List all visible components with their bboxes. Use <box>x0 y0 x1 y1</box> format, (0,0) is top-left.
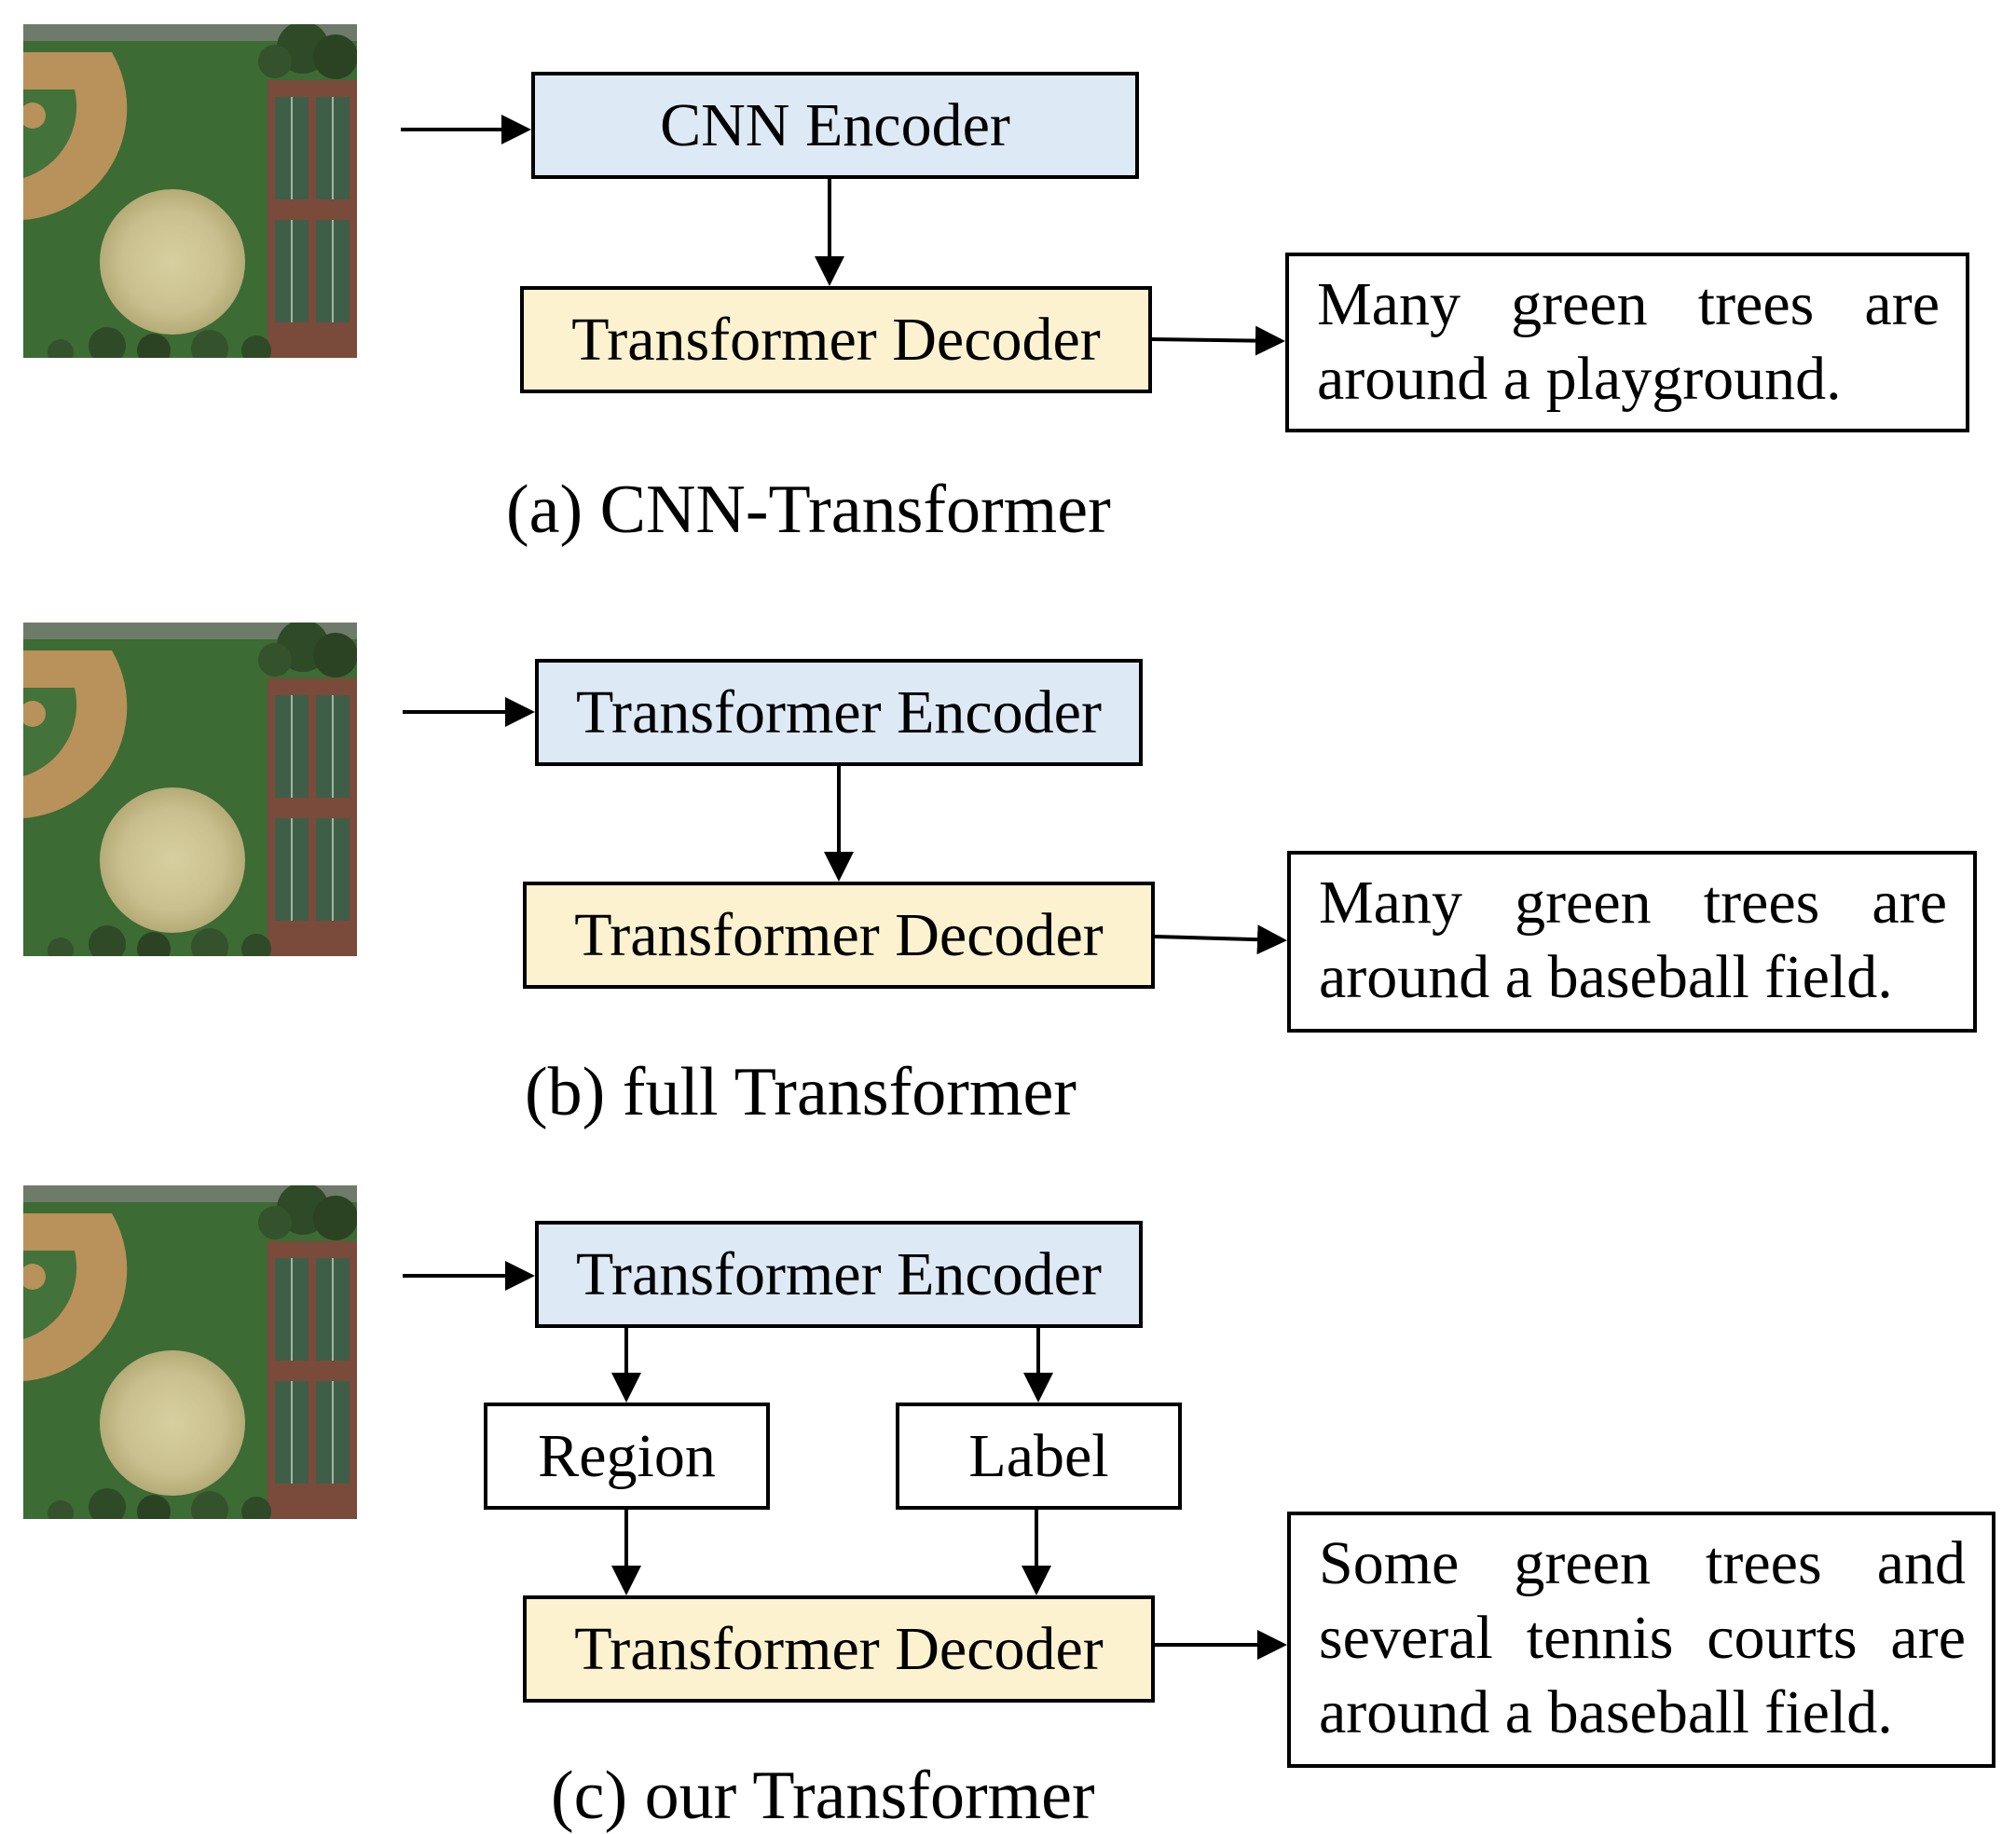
decoder-label-c: Transformer Decoder <box>574 1614 1104 1683</box>
output-line: Many green trees are <box>1317 270 1940 338</box>
output-caption-box-c: Some green trees and several tennis cour… <box>1287 1512 1995 1768</box>
output-line: Some green trees and <box>1319 1529 1966 1597</box>
output-line: around a baseball field. <box>1319 1678 1893 1746</box>
encoder-label-b: Transformer Encoder <box>576 677 1102 746</box>
label-box: Label <box>896 1403 1182 1510</box>
transformer-decoder-box-c: Transformer Decoder <box>523 1595 1155 1703</box>
cnn-encoder-box: CNN Encoder <box>531 72 1139 179</box>
transformer-encoder-box-c: Transformer Encoder <box>535 1221 1143 1328</box>
arrow-decoder-to-output-b <box>1154 924 1287 955</box>
panel-caption-c: (c) our Transformer <box>551 1758 1095 1834</box>
label-label: Label <box>968 1421 1109 1490</box>
output-line: around a playground. <box>1317 345 1842 413</box>
output-caption-box-a: Many green trees are around a playground… <box>1285 253 1969 432</box>
panel-caption-b: (b) full Transformer <box>525 1054 1077 1130</box>
encoder-label-c: Transformer Encoder <box>576 1239 1102 1308</box>
decoder-label-b: Transformer Decoder <box>574 900 1104 969</box>
transformer-decoder-box-b: Transformer Decoder <box>523 882 1155 989</box>
output-caption-box-b: Many green trees are around a baseball f… <box>1287 851 1977 1033</box>
transformer-encoder-box-b: Transformer Encoder <box>535 659 1143 766</box>
decoder-label-a: Transformer Decoder <box>571 305 1101 374</box>
transformer-decoder-box-a: Transformer Decoder <box>520 286 1152 393</box>
encoder-label-a: CNN Encoder <box>660 90 1010 159</box>
region-box: Region <box>484 1403 770 1510</box>
arrow-decoder-to-output-a <box>1151 325 1285 356</box>
panel-caption-a: (a) CNN-Transformer <box>506 472 1111 548</box>
region-label: Region <box>538 1421 716 1490</box>
output-line: around a baseball field. <box>1319 943 1893 1011</box>
output-line: Many green trees are <box>1319 869 1947 937</box>
output-line: several tennis courts are <box>1319 1604 1966 1672</box>
